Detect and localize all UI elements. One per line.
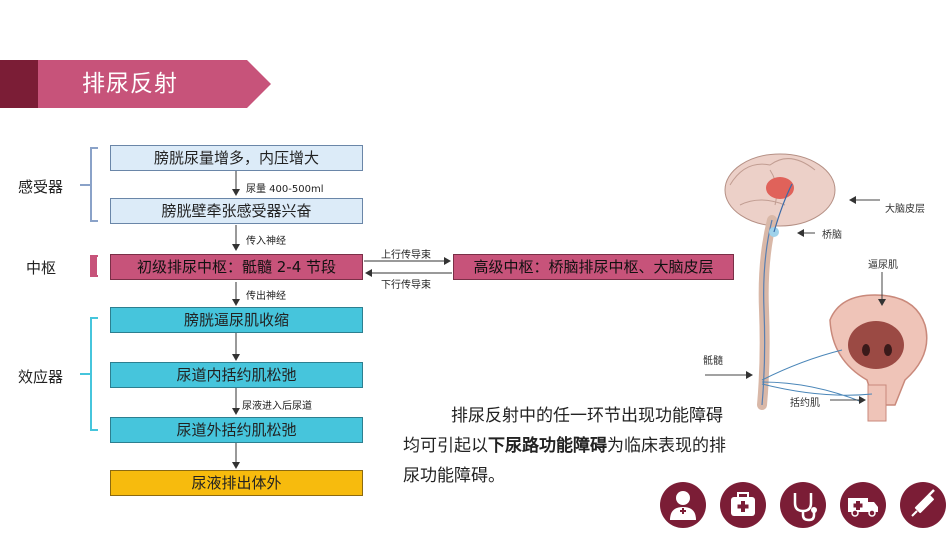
brain-spine-bladder-drawing (705, 153, 928, 422)
box-primary-center: 初级排尿中枢：骶髓 2-4 节段 (110, 254, 363, 280)
anatomy-label-pons: 桥脑 (822, 230, 842, 241)
summary-paragraph: 排尿反射中的任一环节出现功能障碍均可引起以下尿路功能障碍为临床表现的排尿功能障碍… (403, 401, 733, 491)
anatomy-label-sphincter: 括约肌 (790, 398, 820, 409)
box-external-sphincter: 尿道外括约肌松弛 (110, 417, 363, 443)
medical-kit-icon (720, 482, 766, 528)
stethoscope-icon (780, 482, 826, 528)
arrow-label-afferent: 传入神经 (246, 236, 286, 247)
anatomy-label-detrusor: 逼尿肌 (868, 260, 898, 271)
page-title: 排尿反射 (82, 71, 178, 97)
arrow-label-posterior-urethra: 尿液进入后尿道 (242, 401, 312, 412)
box-bladder-volume: 膀胱尿量增多，内压增大 (110, 145, 363, 171)
box-higher-center: 高级中枢：桥脑排尿中枢、大脑皮层 (453, 254, 734, 280)
arrow-label-efferent: 传出神经 (246, 291, 286, 302)
title-banner (0, 60, 271, 108)
box-urine-out: 尿液排出体外 (110, 470, 363, 496)
doctor-icon (660, 482, 706, 528)
ambulance-icon (840, 482, 886, 528)
anatomy-label-sacral: 骶髓 (703, 356, 723, 367)
arrow-label-ascending: 上行传导束 (381, 250, 431, 261)
paragraph-text-1: 排尿反射中的任一环节出现功能障碍均可引起以 (403, 406, 723, 456)
anatomy-label-cortex: 大脑皮层 (885, 204, 925, 215)
group-label-receptor: 感受器 (18, 178, 64, 196)
syringe-icon (900, 482, 946, 528)
arrow-label-volume: 尿量 400-500ml (246, 184, 324, 195)
box-stretch-receptor: 膀胱壁牵张感受器兴奋 (110, 198, 363, 224)
group-label-center: 中枢 (26, 259, 57, 277)
box-detrusor: 膀胱逼尿肌收缩 (110, 307, 363, 333)
box-internal-sphincter: 尿道内括约肌松弛 (110, 362, 363, 388)
arrow-label-descending: 下行传导束 (381, 280, 431, 291)
group-label-effector: 效应器 (18, 368, 64, 386)
paragraph-text-2: 为临床表现的排尿功能障碍。 (403, 436, 726, 486)
paragraph-bold: 下尿路功能障碍 (488, 436, 607, 456)
anatomy-illustration: 大脑皮层 桥脑 逼尿肌 骶髓 括约肌 (700, 150, 945, 430)
